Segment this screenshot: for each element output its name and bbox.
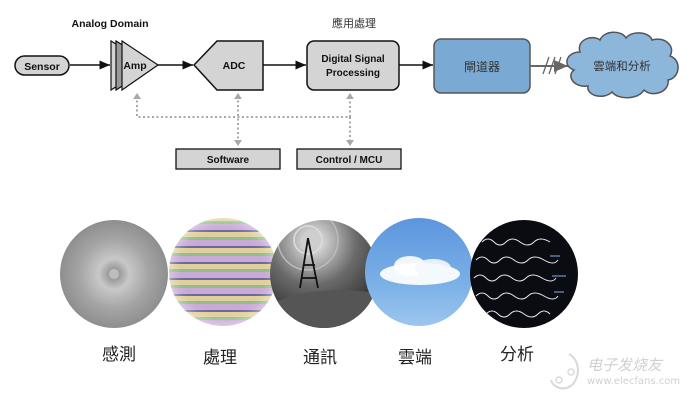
cloud-sky-image bbox=[365, 218, 473, 326]
adc-block: ADC bbox=[192, 40, 264, 91]
watermark-logo-icon bbox=[550, 353, 579, 390]
sensor-label: Sensor bbox=[24, 61, 60, 73]
antenna-tower-image bbox=[270, 220, 378, 328]
cloud-label: 雲端和分析 bbox=[593, 59, 651, 73]
dsp-label-line1: Digital Signal bbox=[321, 54, 385, 65]
cloud-icon bbox=[380, 256, 460, 285]
stage-label-analytics: 分析 bbox=[500, 345, 534, 365]
gateway-block: 閘道器 bbox=[433, 38, 531, 94]
watermark-url: www.elecfans.com bbox=[587, 376, 681, 387]
software-label: Software bbox=[207, 155, 250, 166]
amp-label: Amp bbox=[123, 60, 146, 72]
stage-label-sensing: 感測 bbox=[102, 345, 136, 365]
software-block: Software bbox=[175, 148, 281, 170]
stage-label-communication: 通訊 bbox=[303, 348, 337, 368]
control-bus-dotted-lines bbox=[136, 96, 351, 143]
formula-lines bbox=[473, 238, 566, 318]
iot-signal-chain-diagram: Analog Domain 應用處理 Sensor Amp ADC Digita… bbox=[14, 16, 679, 170]
stage-label-cloud: 雲端 bbox=[398, 348, 432, 368]
dsp-block: Digital Signal Processing bbox=[306, 40, 400, 91]
tower-icon bbox=[270, 220, 378, 328]
analog-domain-label: Analog Domain bbox=[71, 18, 148, 30]
wireless-link-arrow bbox=[530, 56, 568, 75]
control-mcu-label: Control / MCU bbox=[316, 155, 383, 166]
math-formulas-image bbox=[470, 220, 578, 328]
stage-label-processing: 處理 bbox=[203, 348, 237, 368]
amp-block: Amp bbox=[110, 39, 160, 92]
cloud-analytics-block: 雲端和分析 bbox=[566, 31, 679, 99]
processor-die-image bbox=[169, 218, 277, 326]
dsp-label-line2: Processing bbox=[326, 68, 380, 79]
gateway-label: 閘道器 bbox=[464, 60, 500, 74]
watermark-text: 电子发烧友 bbox=[587, 356, 663, 374]
app-processing-label: 應用處理 bbox=[332, 16, 376, 30]
watermark: 电子发烧友 www.elecfans.com bbox=[547, 350, 692, 395]
control-mcu-block: Control / MCU bbox=[296, 148, 402, 170]
dotted-arrowheads bbox=[133, 93, 354, 146]
sensor-block: Sensor bbox=[14, 55, 70, 76]
adc-label: ADC bbox=[223, 60, 246, 72]
sensor-chip-image bbox=[60, 220, 168, 328]
